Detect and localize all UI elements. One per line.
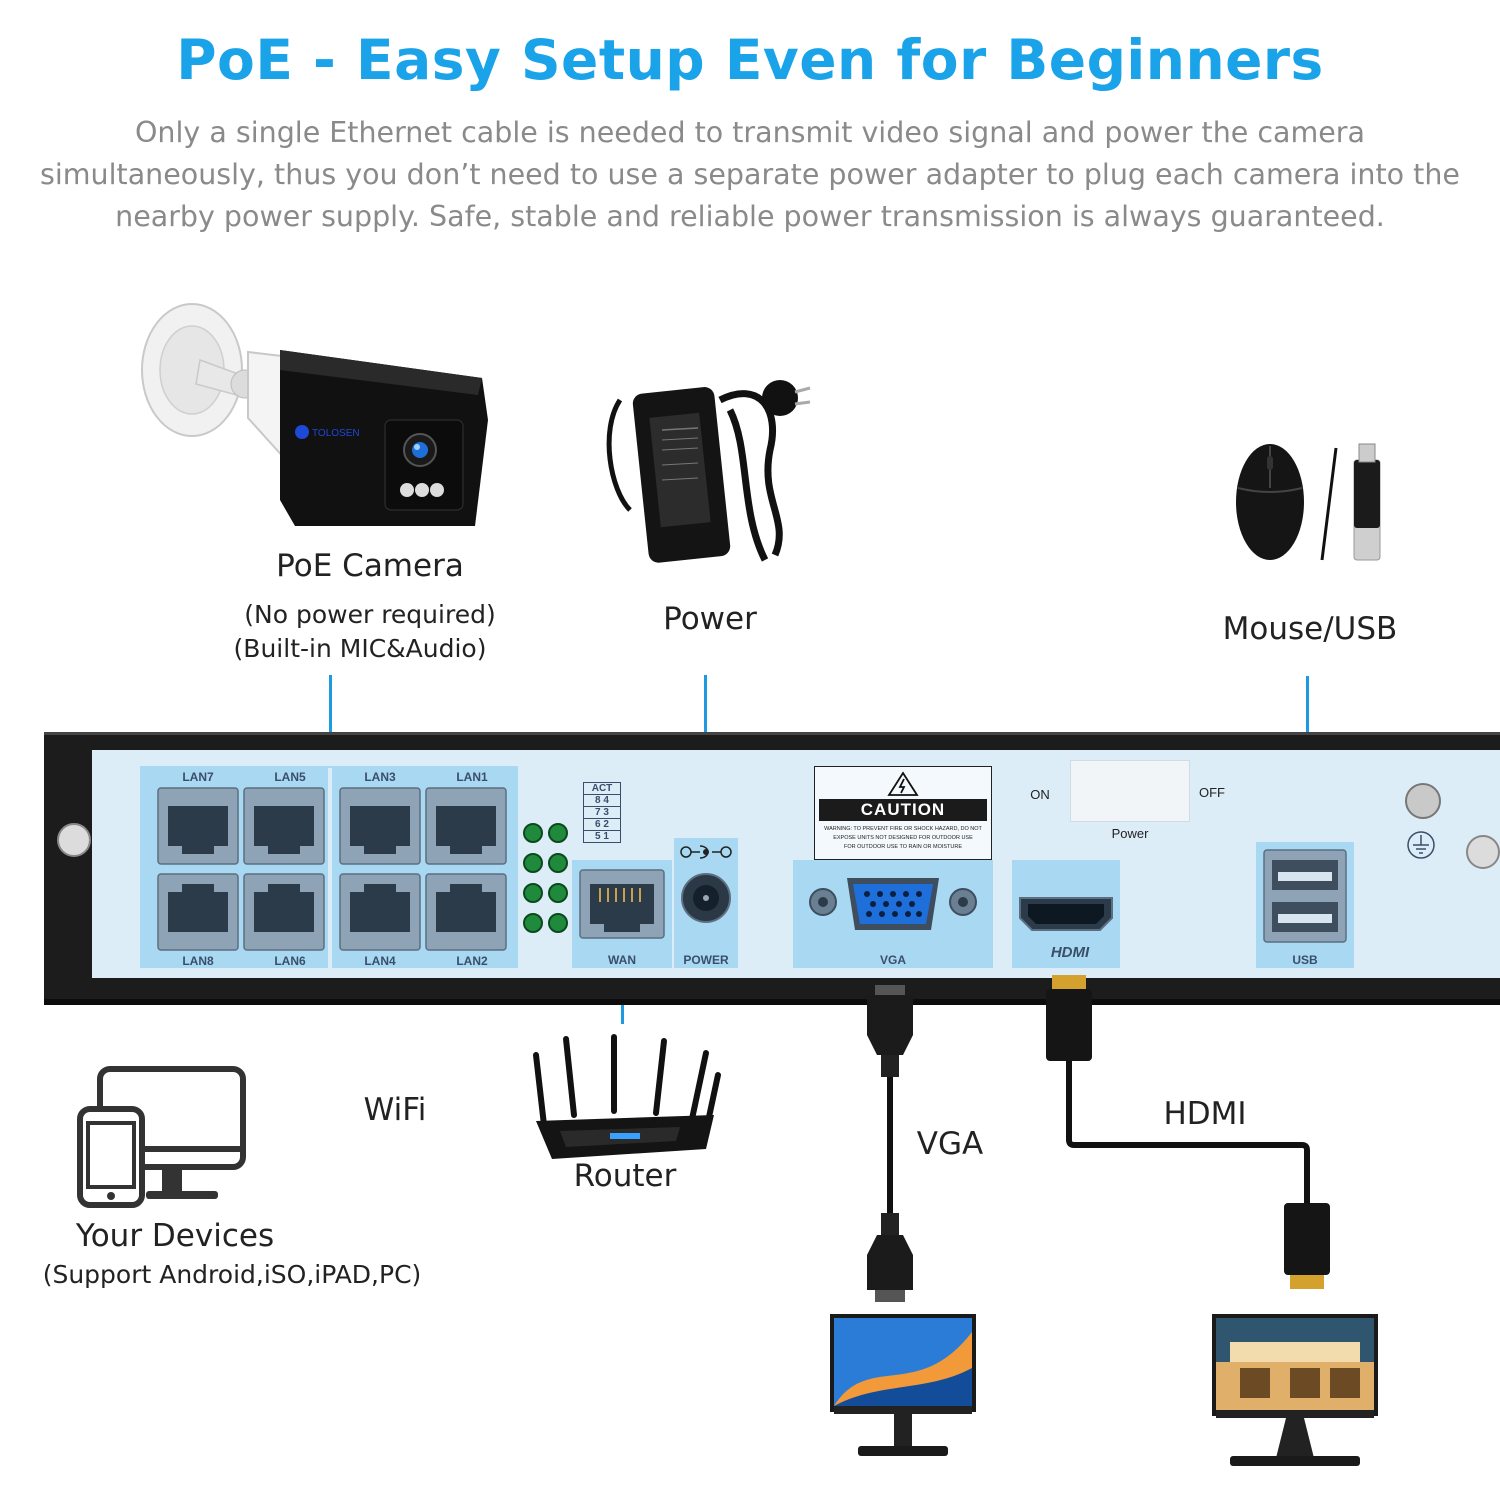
ground-symbol-icon [1407,831,1435,859]
page-title: PoE - Easy Setup Even for Beginners [176,28,1324,92]
lan-label: LAN2 [456,954,488,968]
lan-label: LAN1 [456,770,488,784]
screw-icon [57,823,91,857]
hdmi-monitor-image [1212,1314,1378,1466]
lan-label: LAN8 [182,954,214,968]
camera-note-audio: (Built-in MIC&Audio) [233,634,487,663]
caution-line: WARNING: TO PREVENT FIRE OR SHOCK HAZARD… [824,826,982,832]
lan-ports [157,787,507,951]
led-icon [523,883,543,903]
led-icon [523,823,543,843]
led-icon [548,883,568,903]
router-image [533,1034,721,1159]
switch-power-label: Power [1111,826,1149,841]
lan-label: LAN7 [182,770,214,784]
caution-title: CAUTION [819,799,987,821]
vga-cable-image [867,985,913,1302]
page-subtitle: Only a single Ethernet cable is needed t… [40,116,1460,233]
caution-label: CAUTION WARNING: TO PREVENT FIRE OR SHOC… [814,766,992,860]
act-row: 8 4 [584,795,620,807]
wifi-label: WiFi [363,1092,427,1128]
warning-triangle-icon [887,771,919,796]
vga-port-label: VGA [879,953,906,967]
lan-block-divider [328,768,332,968]
power-adapter-image [606,380,811,563]
act-label: ACT [584,783,620,795]
led-icon [523,853,543,873]
hdmi-label: HDMI [1163,1096,1247,1132]
power-port-label: POWER [683,953,729,967]
camera-connector-line [329,675,332,770]
mouse-usb-label: Mouse/USB [1222,611,1398,647]
hdmi-port-icon [1019,897,1113,931]
hdmi-port-logo: HDMI [1050,944,1090,961]
lan-label: LAN5 [274,770,306,784]
act-row: 5 1 [595,831,609,842]
devices-icon [77,1066,246,1208]
caution-line: EXPOSE UNITS NOT DESIGNED FOR OUTDOOR US… [833,835,973,841]
lan-label: LAN4 [364,954,396,968]
power-switch[interactable] [1070,760,1190,822]
screw-icon [1466,835,1500,869]
rj45-port-icon [579,869,665,939]
led-icon [548,913,568,933]
lan-label: LAN3 [364,770,396,784]
usb-port-label: USB [1292,953,1318,967]
act-row: 7 3 [584,807,620,819]
mouse-usb-image [1236,443,1381,561]
vga-port-icon [809,878,977,930]
vga-monitor-image [830,1314,976,1456]
camera-brand: TOLOSEN [312,428,360,439]
status-leds [523,823,568,933]
act-table: ACT 8 4 7 3 6 2 5 1 [583,782,621,843]
poe-camera-image: TOLOSEN [141,303,488,526]
camera-note-power: (No power required) [244,600,496,629]
ground-screw-icon [1405,783,1441,819]
wan-port-label: WAN [608,953,636,967]
camera-label: PoE Camera [276,548,464,584]
lan-label: LAN6 [274,954,306,968]
devices-note: (Support Android,iSO,iPAD,PC) [42,1260,422,1289]
switch-on-label: ON [1030,787,1050,802]
switch-off-label: OFF [1199,785,1225,800]
router-label: Router [573,1158,677,1194]
hdmi-cable-image [1046,975,1330,1289]
dc-jack-icon [681,873,731,923]
led-icon [548,853,568,873]
dc-polarity-icon [680,845,732,859]
led-icon [523,913,543,933]
devices-label: Your Devices [75,1218,275,1254]
usb-ports-icon [1263,849,1347,943]
led-icon [548,823,568,843]
power-label: Power [663,601,757,637]
caution-line: FOR OUTDOOR USE TO RAIN OR MOISTURE [843,844,963,850]
act-row: 6 2 [584,819,620,831]
vga-label: VGA [916,1126,984,1162]
